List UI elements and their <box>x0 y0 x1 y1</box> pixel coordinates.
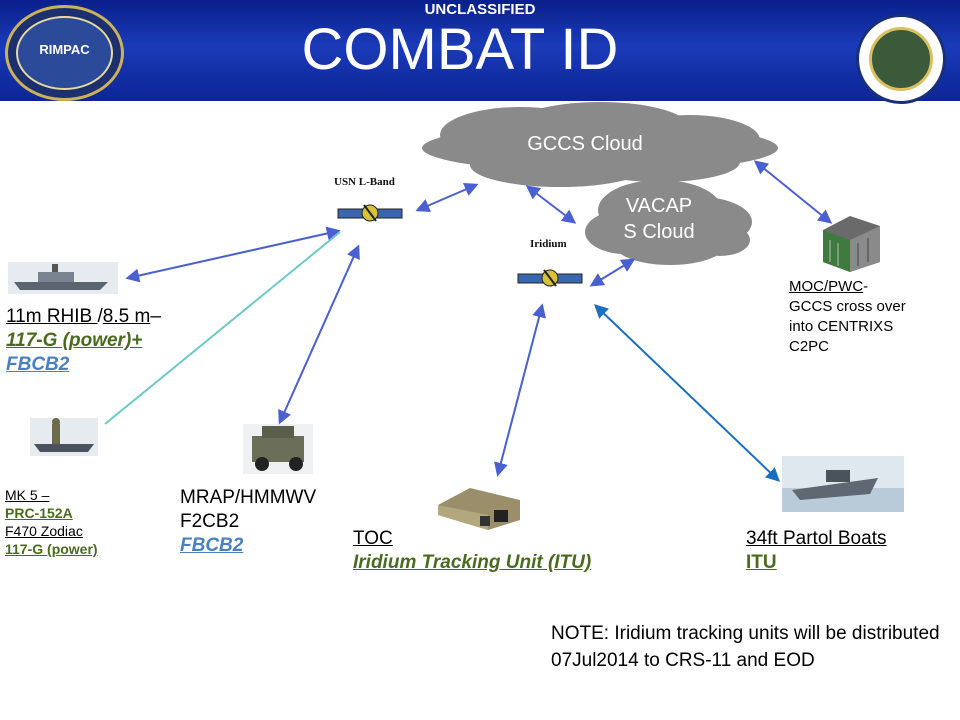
arrow-gccs-vacaps <box>525 185 577 224</box>
arrow-iridium-vacaps <box>589 258 636 287</box>
arrow-iridium-toc <box>494 303 546 477</box>
mk5-power-link[interactable]: 117-G (power) <box>5 541 98 557</box>
rhib-boat-icon <box>8 262 118 294</box>
arrow-lband-gccs <box>415 183 479 212</box>
usn-lband-label: USN L-Band <box>334 176 395 188</box>
rhib-line1-b: / <box>97 306 103 327</box>
toc-label: TOC Iridium Tracking Unit (ITU) <box>353 527 591 575</box>
arrow-lband-rhib <box>125 226 341 283</box>
moc-line4: C2PC <box>789 338 830 355</box>
gccs-cloud-label: GCCS Cloud <box>527 133 643 155</box>
moc-line1-a: MOC/PWC <box>789 278 864 295</box>
arrow-iridium-patrol <box>593 304 781 482</box>
rhib-line1-a: 11m RHIB <box>6 306 98 327</box>
rhib-fbcb2-link[interactable]: FBCB2 <box>6 354 70 375</box>
coastal-riverine-seal-icon <box>856 14 946 104</box>
moc-line2: GCCS cross over <box>789 298 906 315</box>
toc-tent-icon <box>438 488 520 530</box>
vacaps-line1: VACAP <box>625 195 693 217</box>
vacaps-line2: S Cloud <box>623 221 695 243</box>
mrap-line1: MRAP/HMMWV <box>180 487 317 508</box>
arrow-gccs-moc <box>753 160 833 224</box>
iridium-satellite-icon <box>517 269 583 287</box>
vacaps-cloud-label: VACAP S Cloud <box>604 193 714 245</box>
link-arrows <box>104 160 833 482</box>
mk5-label: MK 5 – PRC-152A F470 Zodiac 117-G (power… <box>5 486 98 558</box>
moc-line3: into CENTRIXS <box>789 318 894 335</box>
moc-building-icon <box>823 216 880 272</box>
rhib-label: 11m RHIB /8.5 m– 117-G (power)+ FBCB2 <box>6 305 161 377</box>
mk5-line3: F470 Zodiac <box>5 523 83 539</box>
mrap-line2: F2CB2 <box>180 511 240 532</box>
mrap-fbcb2-link[interactable]: FBCB2 <box>180 535 244 556</box>
mk5-zodiac-icon <box>30 418 98 456</box>
arrow-lband-mk5 <box>104 231 341 425</box>
note-text: NOTE: Iridium tracking units will be dis… <box>551 623 940 671</box>
moc-label: MOC/PWC- GCCS cross over into CENTRIXS C… <box>789 277 906 357</box>
usn-lband-satellite-icon <box>337 204 403 222</box>
rhib-line1-d: – <box>150 306 161 327</box>
mk5-prc-link[interactable]: PRC-152A <box>5 505 73 521</box>
rimpac-logo-text: RIMPAC <box>39 42 90 57</box>
mrap-label: MRAP/HMMWV F2CB2 FBCB2 <box>180 486 316 558</box>
iridium-label: Iridium <box>530 238 567 250</box>
rhib-power-link[interactable]: 117-G (power)+ <box>6 330 143 351</box>
hmmwv-vehicle-icon <box>243 424 313 474</box>
rimpac-logo-icon: RIMPAC <box>5 5 124 101</box>
patrol-line1: 34ft Partol Boats <box>746 528 887 549</box>
arrow-lband-hmmwv <box>278 244 360 425</box>
classification-banner: UNCLASSIFIED <box>424 1 536 18</box>
gccs-cloud-icon <box>422 102 778 187</box>
toc-itu-link[interactable]: Iridium Tracking Unit (ITU) <box>353 552 592 573</box>
moc-line1-b: - <box>863 278 869 295</box>
header-banner: RIMPAC UNCLASSIFIED COMBAT ID <box>0 0 960 104</box>
patrol-label: 34ft Partol Boats ITU <box>746 527 886 575</box>
toc-line1: TOC <box>353 528 393 549</box>
page-title: COMBAT ID <box>301 17 619 82</box>
mk5-line1: MK 5 – <box>5 487 50 503</box>
vacaps-cloud-icon <box>585 180 752 265</box>
patrol-boat-icon <box>782 456 904 512</box>
patrol-itu-link[interactable]: ITU <box>746 552 777 573</box>
rhib-line1-c: 8.5 m <box>102 306 151 327</box>
